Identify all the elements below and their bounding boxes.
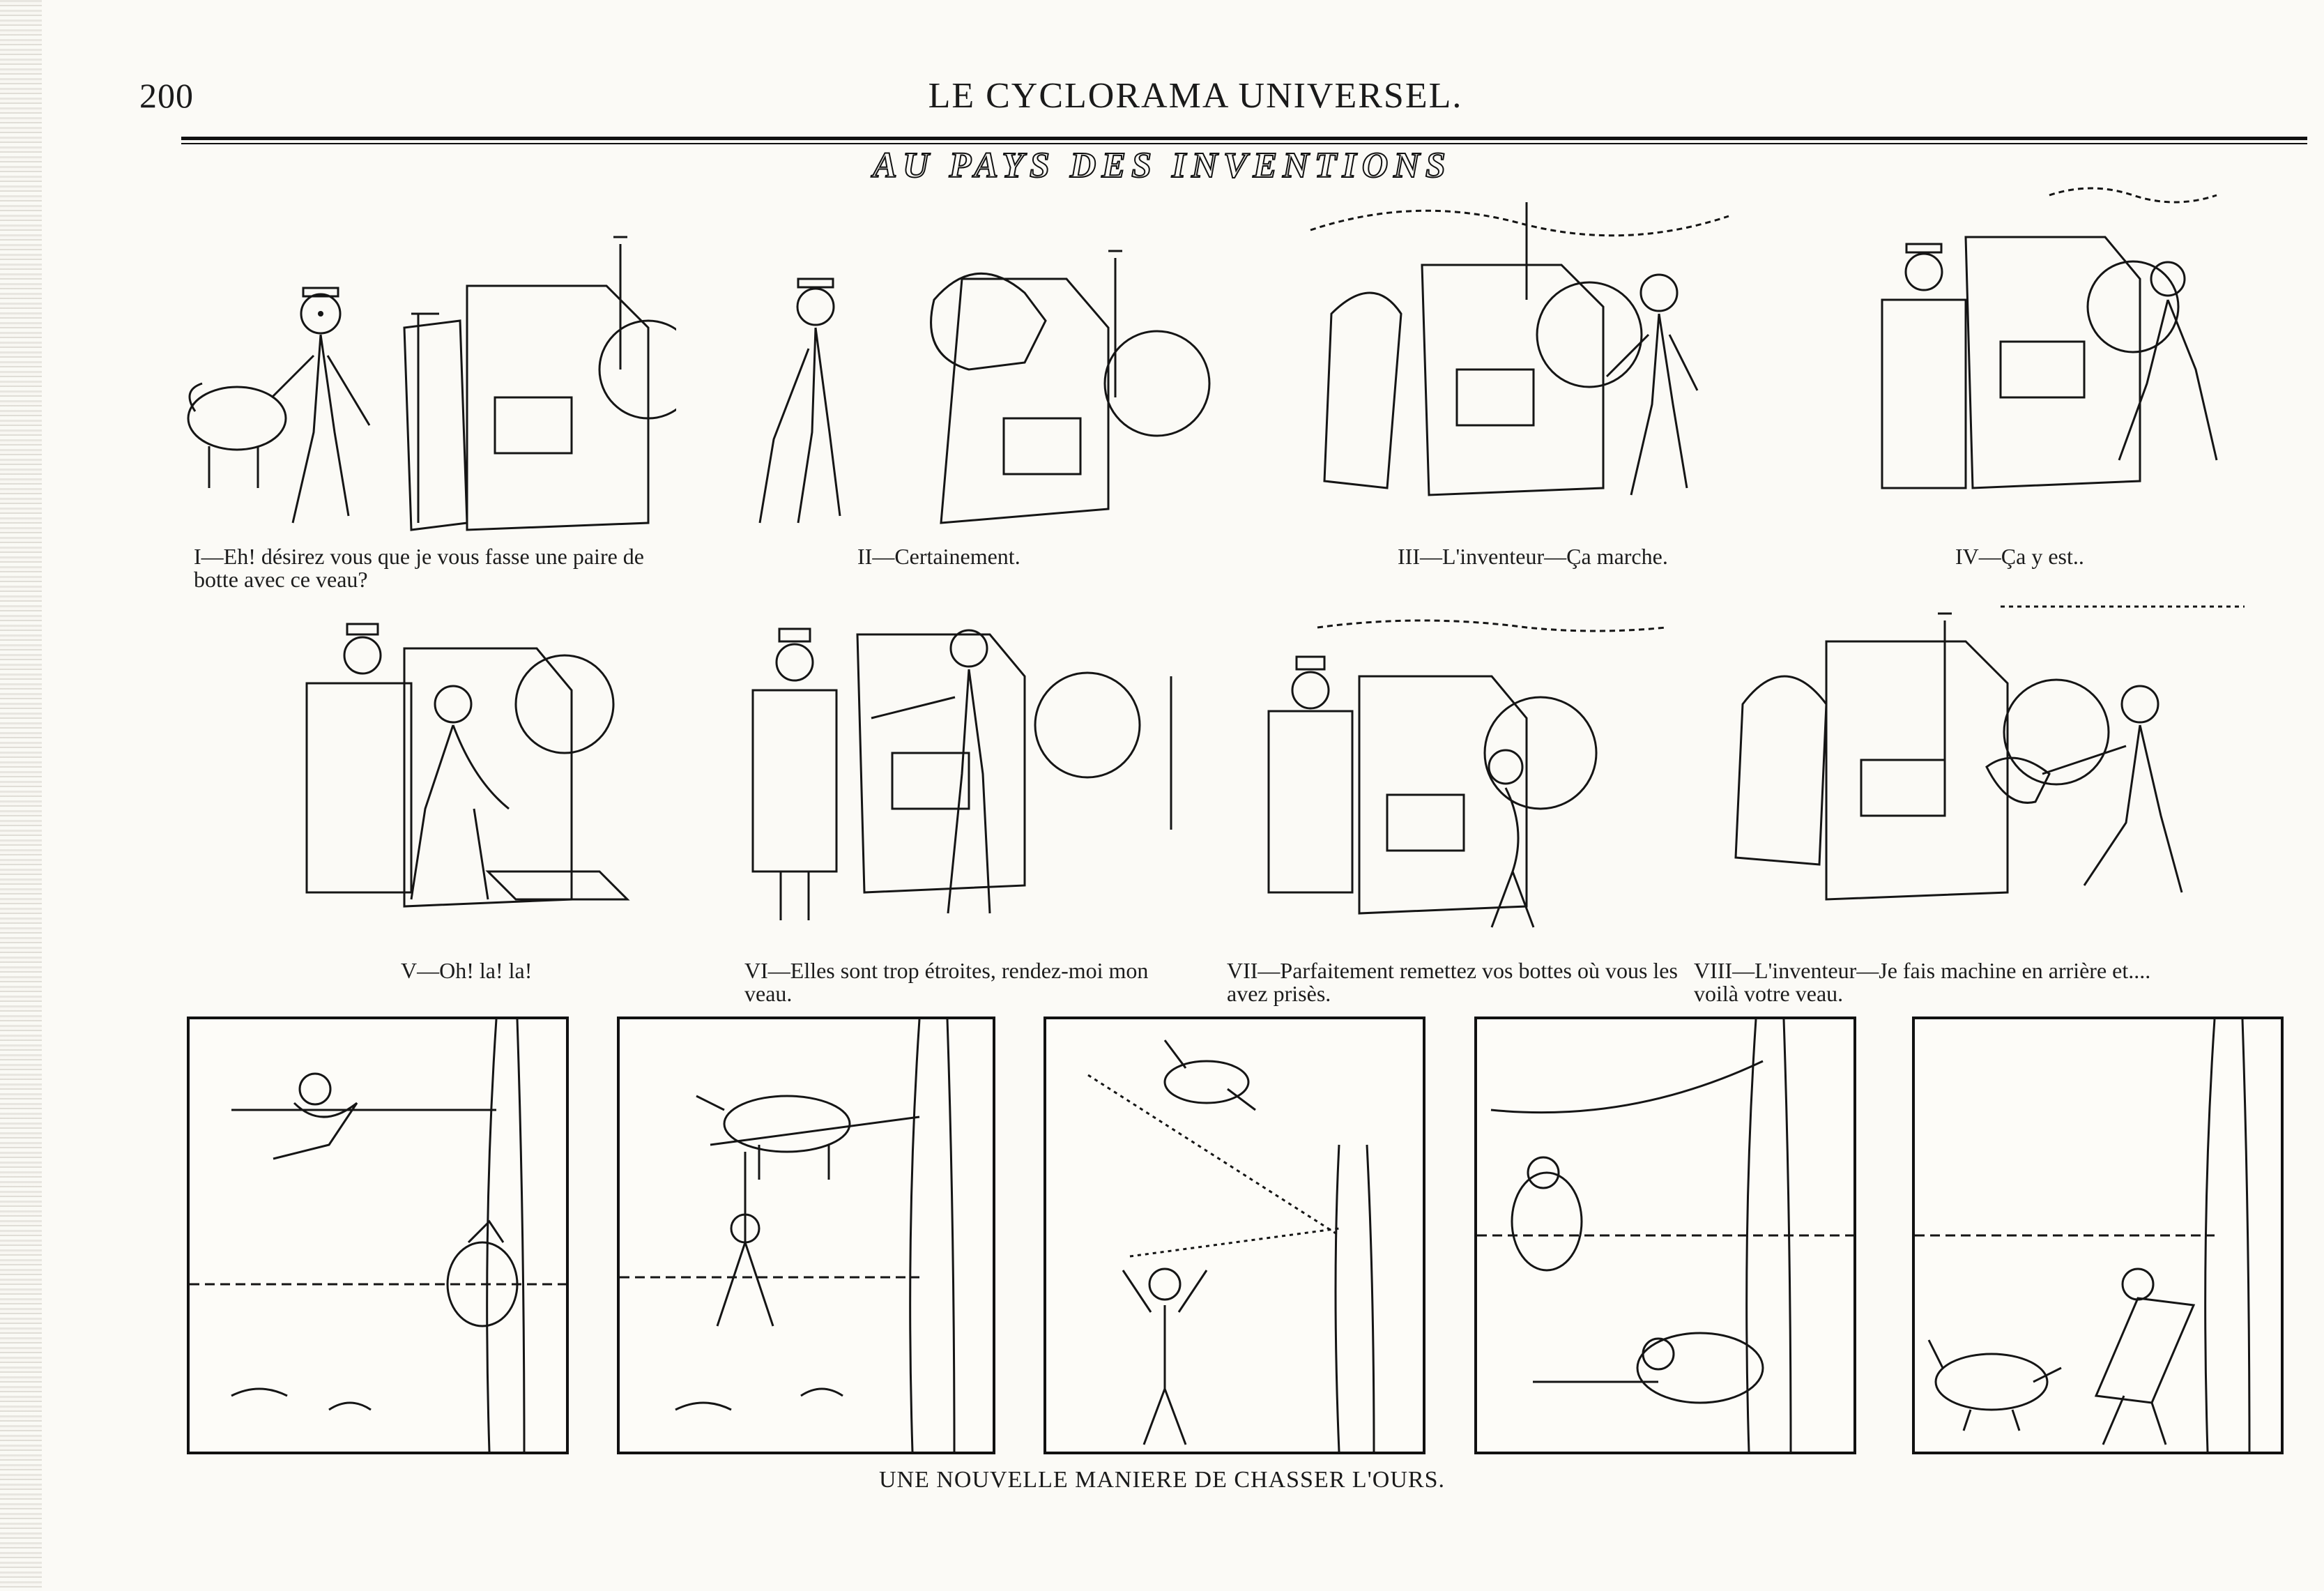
bear-drawing-3 bbox=[1087, 1040, 1375, 1452]
invention-caption-8: VIII—L'inventeur—Je fais machine en arri… bbox=[1694, 958, 2151, 1006]
invention-caption-4: IV—Ça y est.. bbox=[1955, 544, 2084, 569]
invention-drawing-1 bbox=[187, 236, 698, 531]
header-rule-thin bbox=[181, 143, 2307, 144]
bear-strip-caption: UNE NOUVELLE MANIERE DE CHASSER L'OURS. bbox=[878, 1467, 1445, 1493]
invention-drawing-8 bbox=[1734, 605, 2245, 901]
invention-caption-2: II—Certainement. bbox=[857, 544, 1020, 569]
bear-panel-3 bbox=[1043, 1017, 1425, 1454]
invention-caption-1: I—Eh! désirez vous que je vous fasse une… bbox=[194, 544, 644, 592]
invention-caption-3: III—L'inventeur—Ça marche. bbox=[1398, 544, 1668, 569]
invention-panel-6 bbox=[725, 607, 1227, 948]
bear-panel-5 bbox=[1912, 1017, 2284, 1454]
invention-panel-2 bbox=[725, 202, 1227, 537]
invention-panel-5 bbox=[265, 607, 655, 948]
bear-drawing-2 bbox=[620, 1019, 956, 1452]
bear-drawing-5 bbox=[1915, 1019, 2251, 1452]
invention-drawing-4 bbox=[1881, 187, 2218, 489]
invention-panel-3 bbox=[1297, 188, 1743, 537]
invention-panel-4 bbox=[1840, 174, 2272, 537]
invention-drawing-2 bbox=[758, 250, 1211, 524]
invention-caption-7: VII—Parfaitement remettez vos bottes où … bbox=[1227, 958, 1678, 1006]
bear-panel-2 bbox=[617, 1017, 995, 1454]
bear-drawing-1 bbox=[190, 1019, 566, 1452]
invention-drawing-7 bbox=[1267, 619, 1667, 928]
scan-edge-noise bbox=[0, 0, 42, 1591]
journal-title: LE CYCLORAMA UNIVERSEL. bbox=[928, 76, 1463, 116]
invention-panel-7 bbox=[1248, 614, 1694, 948]
header-rule bbox=[181, 137, 2307, 140]
invention-panel-8 bbox=[1722, 593, 2272, 948]
invention-drawing-3 bbox=[1310, 202, 1729, 496]
invention-drawing-6 bbox=[751, 627, 1172, 920]
bear-panel-4 bbox=[1474, 1017, 1856, 1454]
invention-drawing-5 bbox=[305, 623, 630, 908]
section-title: AU PAYS DES INVENTIONS bbox=[872, 145, 1451, 186]
page-header: 200 LE CYCLORAMA UNIVERSEL. bbox=[132, 75, 2258, 131]
page-number: 200 bbox=[139, 76, 194, 115]
bear-drawing-4 bbox=[1477, 1019, 1853, 1452]
invention-panel-1 bbox=[174, 202, 698, 537]
bear-panel-1 bbox=[187, 1017, 569, 1454]
invention-caption-5: V—Oh! la! la! bbox=[401, 958, 533, 983]
invention-caption-6: VI—Elles sont trop étroites, rendez-moi … bbox=[744, 958, 1149, 1006]
